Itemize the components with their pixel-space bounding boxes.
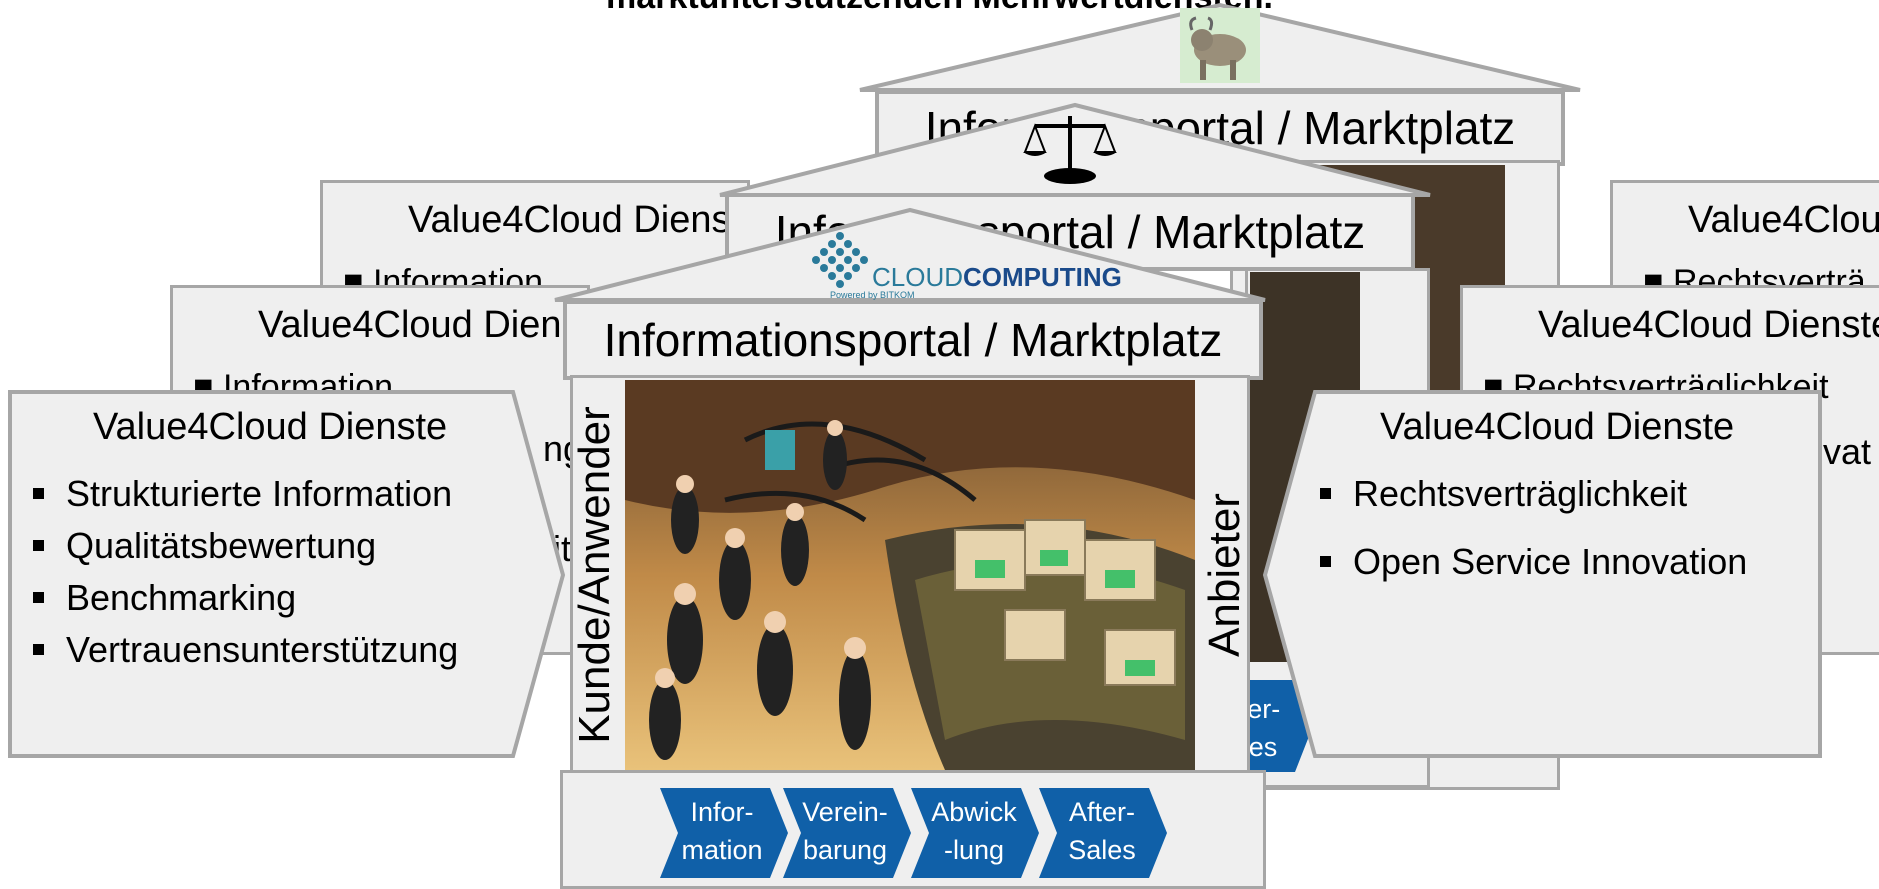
right-service-title: Value4Cloud Dienste — [1380, 406, 1735, 448]
left-service-callout: Value4Cloud Dienste Strukturierte Inform… — [8, 390, 548, 756]
process-chevrons — [660, 788, 1167, 878]
list-item: Strukturierte Information — [28, 468, 458, 520]
cloudcomputing-logo: CLOUDCOMPUTING Powered by BITKOM — [800, 228, 1122, 300]
logo-powered-by: Powered by BITKOM — [830, 290, 915, 300]
step-information-label: Infor-mation — [681, 797, 763, 865]
mid-right-fragment-vat: vat — [1823, 431, 1872, 472]
left-pillar-label-text: Kunde/Anwender — [570, 406, 619, 744]
chevron-information — [660, 788, 788, 878]
right-pillar-label: Anbieter — [1190, 375, 1260, 775]
list-item: Rechtsverträglichkeit — [1315, 468, 1747, 520]
chevron-vereinbarung — [783, 788, 911, 878]
list-item: Qualitätsbewertung — [28, 520, 458, 572]
right-service-callout-shape — [1262, 390, 1822, 758]
bull-icon — [1180, 8, 1260, 83]
step-abwicklung-label: Abwick-lung — [931, 797, 1017, 865]
diamond-dots-icon — [812, 232, 868, 288]
step-after-sales-label: After-Sales — [1068, 797, 1136, 865]
step-vereinbarung-label: Verein-barung — [802, 797, 888, 865]
left-service-title: Value4Cloud Dienste — [93, 406, 448, 448]
list-item: Open Service Innovation — [1315, 536, 1747, 588]
left-service-list: Strukturierte Information Qualitätsbewer… — [28, 468, 458, 676]
chevron-abwicklung — [911, 788, 1039, 878]
front-portal-title: Informationsportal / Marktplatz — [563, 300, 1263, 380]
header-title: marktunterstützenden Mehrwertdiensten. — [0, 0, 1879, 17]
right-service-callout: Value4Cloud Dienste Rechtsverträglichkei… — [1310, 390, 1820, 756]
chevron-after-sales — [1039, 788, 1167, 878]
mid-left-service-title: Value4Cloud Dien — [258, 304, 562, 346]
back-left-service-title: Value4Cloud Diens — [408, 199, 731, 241]
logo-computing-text: COMPUTING — [963, 262, 1122, 292]
back-right-service-title: Value4Clou — [1688, 199, 1879, 241]
right-pillar-label-text: Anbieter — [1200, 493, 1250, 657]
logo-cloud-text: CLOUD — [872, 262, 964, 292]
list-item: Vertrauensunterstützung — [28, 624, 458, 676]
scales-icon — [1023, 116, 1117, 184]
left-service-callout-shape — [8, 390, 566, 758]
right-service-list: Rechtsverträglichkeit Open Service Innov… — [1315, 468, 1747, 588]
list-item: Benchmarking — [28, 572, 458, 624]
trading-floor-image — [625, 380, 1195, 770]
left-pillar-label: Kunde/Anwender — [560, 375, 630, 775]
mid-right-service-title: Value4Cloud Dienste — [1538, 304, 1879, 346]
